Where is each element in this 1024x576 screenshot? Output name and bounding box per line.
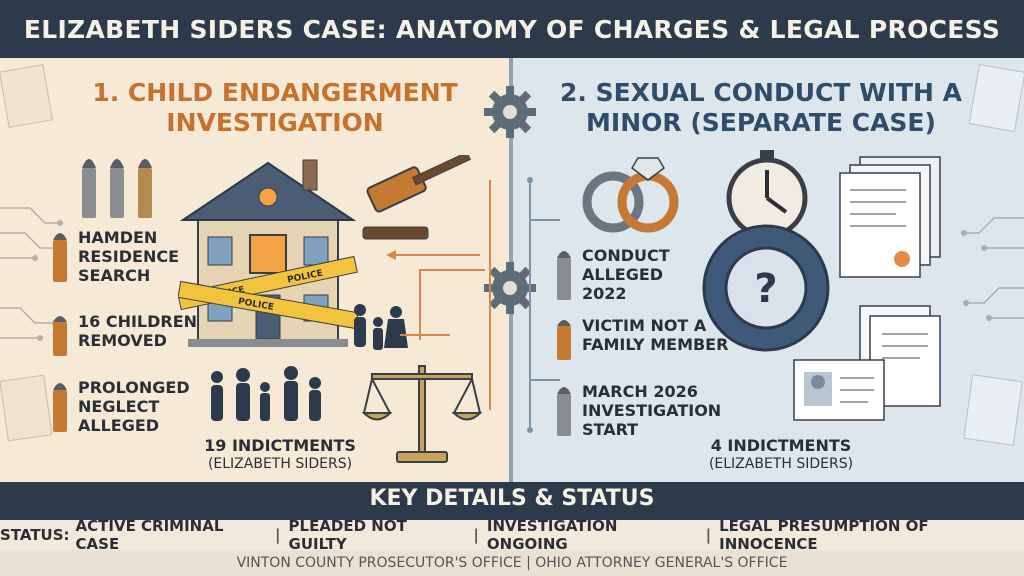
question-mark: ?	[754, 266, 777, 312]
status-prefix: STATUS:	[0, 526, 70, 544]
family-group-icon	[211, 366, 321, 421]
list-item-text: CONDUCT ALLEGED 2022	[582, 246, 670, 303]
document-stack-icon	[839, 156, 941, 278]
title-bar: ELIZABETH SIDERS CASE: ANATOMY OF CHARGE…	[0, 0, 1024, 58]
flow-arrows	[386, 180, 491, 410]
indictments-count: 4 INDICTMENTS	[710, 436, 852, 455]
list-item-neglect-alleged: PROLONGED NEGLECT ALLEGED	[52, 378, 208, 438]
section2-title: 2. SEXUAL CONDUCT WITH A MINOR (SEPARATE…	[559, 78, 963, 137]
list-item-residence-search: HAMDEN RESIDENCE SEARCH	[52, 228, 198, 288]
bullet-icon	[557, 251, 571, 300]
indictments-right: 4 INDICTMENTS (ELIZABETH SIDERS)	[696, 436, 866, 473]
gear-icon	[484, 86, 536, 138]
bullet-icon	[53, 316, 67, 356]
list-item-text: MARCH 2026 INVESTIGATION START	[582, 382, 722, 439]
list-item-investigation-start: MARCH 2026 INVESTIGATION START	[556, 382, 722, 442]
bullet-icon	[557, 320, 571, 360]
gavel-icon	[362, 155, 472, 240]
list-item-conduct-alleged: CONDUCT ALLEGED 2022	[556, 246, 702, 306]
list-item-text: PROLONGED NEGLECT ALLEGED	[78, 378, 190, 435]
status-bar: STATUS: ACTIVE CRIMINAL CASE| PLEADED NO…	[0, 517, 1024, 553]
status-item: PLEADED NOT GUILTY	[288, 517, 407, 553]
rings-icon	[582, 157, 679, 233]
indictments-subject: (ELIZABETH SIDERS)	[708, 456, 854, 472]
circuit-lines-left	[0, 64, 65, 442]
gear-icon	[484, 262, 536, 314]
indictments-count: 19 INDICTMENTS	[204, 436, 356, 455]
list-item-text: 16 CHILDREN REMOVED	[78, 312, 198, 350]
list-item-text: HAMDEN RESIDENCE SEARCH	[78, 228, 179, 285]
list-item-text: VICTIM NOT A FAMILY MEMBER	[582, 316, 729, 354]
status-item: INVESTIGATION ONGOING	[486, 517, 618, 553]
bullet-icon	[53, 233, 67, 282]
circuit-lines-right	[961, 63, 1024, 446]
family-silhouette-icon	[354, 304, 408, 350]
section1-title: 1. CHILD ENDANGERMENT INVESTIGATION	[92, 78, 458, 137]
bullet-icon	[557, 387, 571, 436]
bullet-icon	[53, 383, 67, 432]
status-item: LEGAL PRESUMPTION OF INNOCENCE	[719, 517, 929, 553]
list-item-victim-not-family: VICTIM NOT A FAMILY MEMBER	[556, 316, 732, 364]
sources-line: VINTON COUNTY PROSECUTOR'S OFFICE | OHIO…	[0, 550, 1024, 576]
list-item-children-removed: 16 CHILDREN REMOVED	[52, 312, 208, 360]
status-item: ACTIVE CRIMINAL CASE	[75, 517, 224, 553]
flow-lines-right	[527, 177, 560, 433]
page-title: ELIZABETH SIDERS CASE: ANATOMY OF CHARGE…	[23, 14, 1001, 44]
scales-of-justice-icon	[362, 365, 482, 463]
indictments-subject: (ELIZABETH SIDERS)	[207, 456, 353, 472]
key-details-heading: KEY DETAILS & STATUS	[369, 486, 655, 511]
indictments-left: 19 INDICTMENTS (ELIZABETH SIDERS)	[200, 436, 360, 473]
id-card-documents-icon	[793, 305, 941, 421]
seal-badge-icon: ?	[702, 224, 830, 352]
bullet-row-icon	[82, 159, 152, 218]
house-icon: POLICE POLICE POLICE	[178, 159, 358, 347]
